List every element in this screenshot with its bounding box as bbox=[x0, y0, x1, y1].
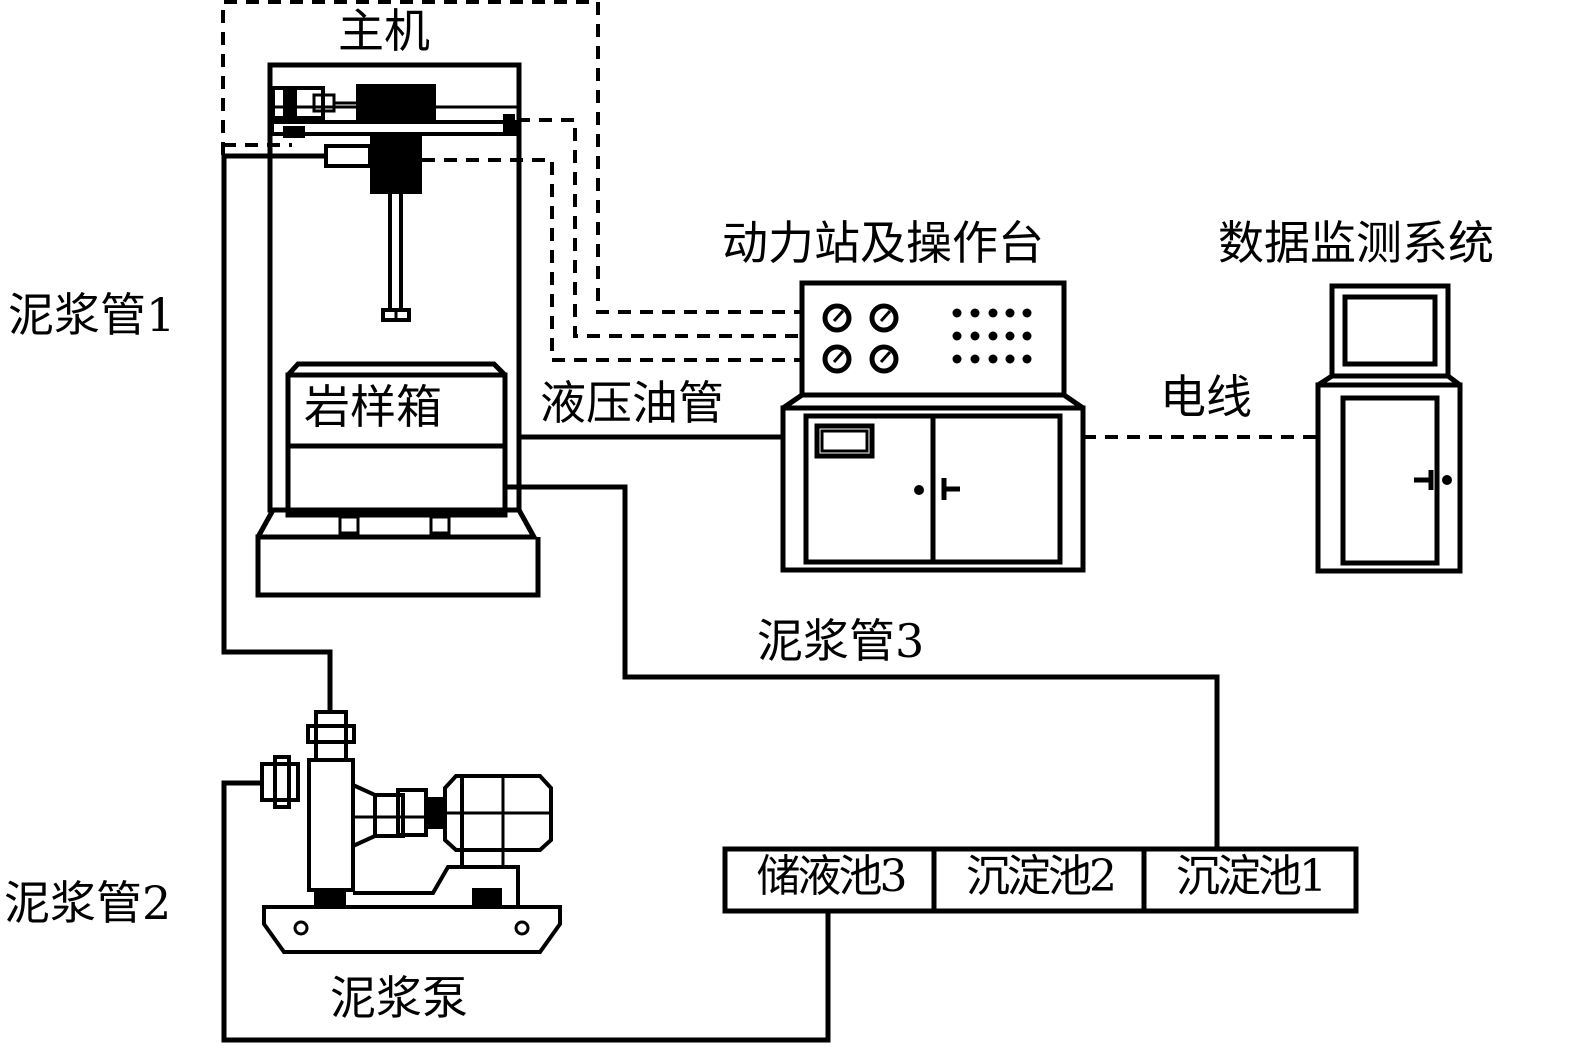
hydraulic-pipe-label: 液压油管 bbox=[540, 376, 724, 430]
slurry-pipe-2 bbox=[221, 780, 831, 1043]
wire-label: 电线 bbox=[1160, 370, 1252, 424]
pools-outline bbox=[722, 846, 1359, 914]
indicator-light-icon bbox=[1022, 331, 1032, 341]
pressure-gauge-icon bbox=[869, 303, 899, 333]
slurry-pipe-1 bbox=[221, 153, 333, 712]
slurry-pipe-1-label: 泥浆管1 bbox=[8, 288, 176, 342]
indicator-light-icon bbox=[1022, 308, 1032, 318]
indicator-light-icon bbox=[970, 354, 980, 364]
monitor-label: 数据监测系统 bbox=[1218, 216, 1494, 270]
host-label: 主机 bbox=[338, 4, 430, 58]
rock-box bbox=[285, 361, 508, 535]
host-machine bbox=[267, 62, 522, 513]
pump-label: 泥浆泵 bbox=[330, 971, 468, 1025]
pool-storage-3: 储液池3 bbox=[756, 851, 908, 902]
power-station-label: 动力站及操作台 bbox=[722, 216, 1044, 270]
indicator-light-icon bbox=[1005, 331, 1015, 341]
host-base bbox=[255, 507, 541, 598]
indicator-light-icon bbox=[1005, 354, 1015, 364]
indicator-light-icon bbox=[970, 331, 980, 341]
rock-box-label: 岩样箱 bbox=[304, 380, 442, 434]
host-dashed-boundary bbox=[221, 0, 800, 314]
indicator-light-icon bbox=[970, 308, 980, 318]
slurry-pipe-3 bbox=[505, 484, 1220, 849]
pool-settling-2: 沉淀池2 bbox=[966, 851, 1117, 902]
pool-settling-1: 沉淀池1 bbox=[1176, 851, 1327, 902]
gauges bbox=[822, 303, 899, 374]
indicator-light-icon bbox=[1022, 354, 1032, 364]
indicator-light-icon bbox=[952, 331, 962, 341]
indicator-light-icon bbox=[988, 308, 998, 318]
indicator-light-icon bbox=[952, 354, 962, 364]
indicator-lights bbox=[952, 308, 1032, 364]
power-station-console bbox=[780, 280, 1086, 573]
indicator-light-icon bbox=[988, 331, 998, 341]
data-monitor-cabinet bbox=[1315, 283, 1463, 574]
hydraulic-dashed-line-1 bbox=[517, 118, 800, 338]
indicator-light-icon bbox=[952, 308, 962, 318]
pressure-gauge-icon bbox=[822, 303, 852, 333]
slurry-pipe-2-label: 泥浆管2 bbox=[4, 876, 172, 930]
pressure-gauge-icon bbox=[822, 344, 852, 374]
slurry-pipe-3-label: 泥浆管3 bbox=[757, 614, 925, 668]
hydraulic-dashed-line-2 bbox=[422, 158, 800, 362]
indicator-light-icon bbox=[1005, 308, 1015, 318]
slurry-pump bbox=[260, 710, 562, 954]
indicator-light-icon bbox=[988, 354, 998, 364]
pressure-gauge-icon bbox=[869, 344, 899, 374]
